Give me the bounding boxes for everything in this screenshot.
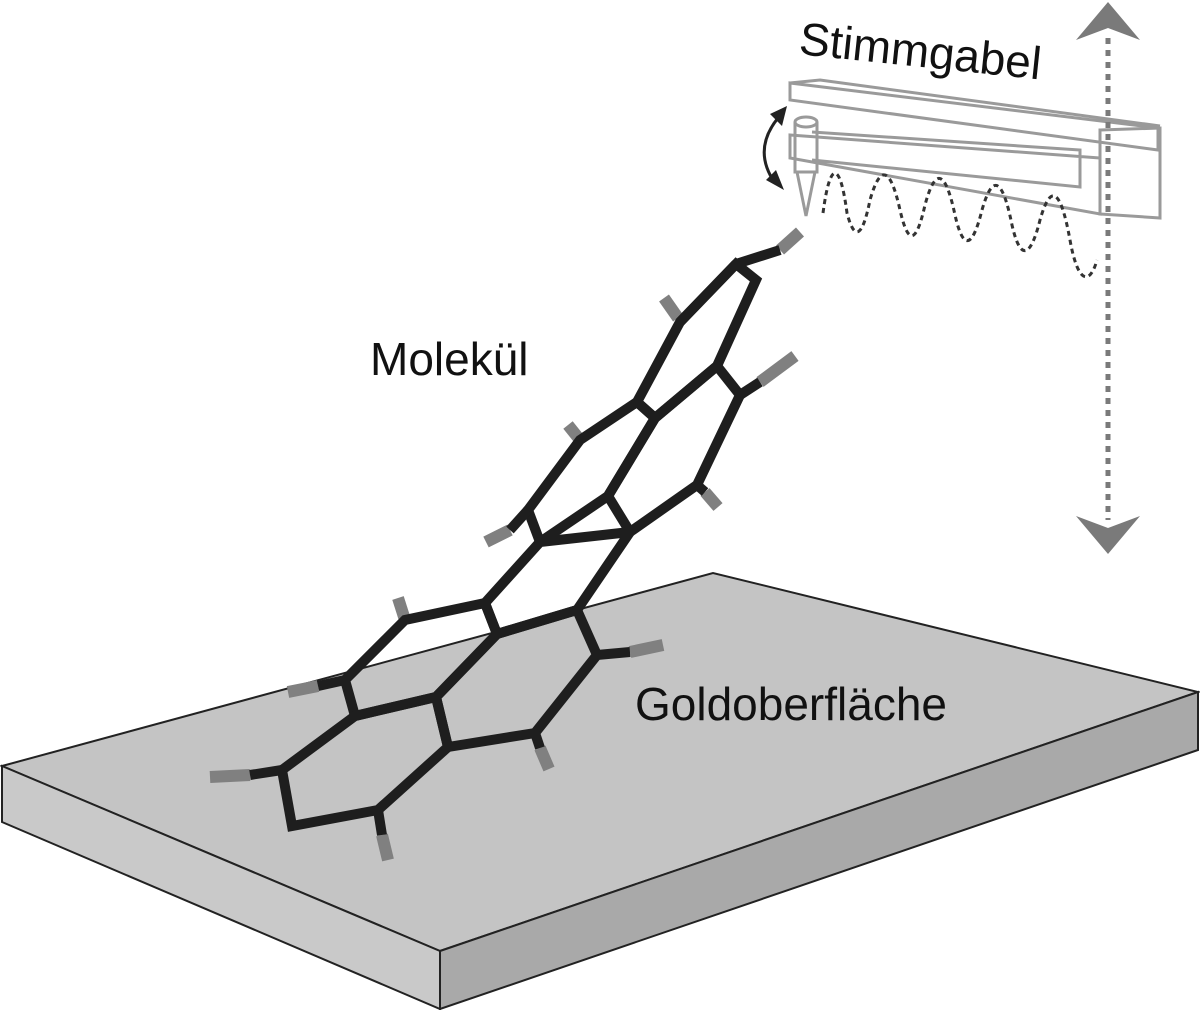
molecule-bonds [249,245,782,836]
afm-tip [795,171,817,217]
tip-cylinder-top [793,115,819,129]
tuning-fork [788,78,1162,220]
surface-side-face [439,690,1199,1010]
oscillation-wave [821,172,1099,279]
label-molecule: Molekül [370,333,529,385]
gold-surface [0,571,1200,1010]
arrow-head-up [1076,2,1140,40]
label-gold-surface: Goldoberfläche [635,678,947,730]
fork-lower-prong [788,130,1102,216]
arrow-head-down [1076,516,1140,554]
tip-cylinder [793,122,819,174]
molecule-hydrogens [209,227,805,862]
oscillation-curved-arrow [762,106,787,190]
vertical-motion-arrow [1076,2,1140,554]
fork-upper-prong [788,78,1161,152]
molecule [209,227,805,862]
label-tuning-fork: Stimmgabel [797,12,1044,89]
